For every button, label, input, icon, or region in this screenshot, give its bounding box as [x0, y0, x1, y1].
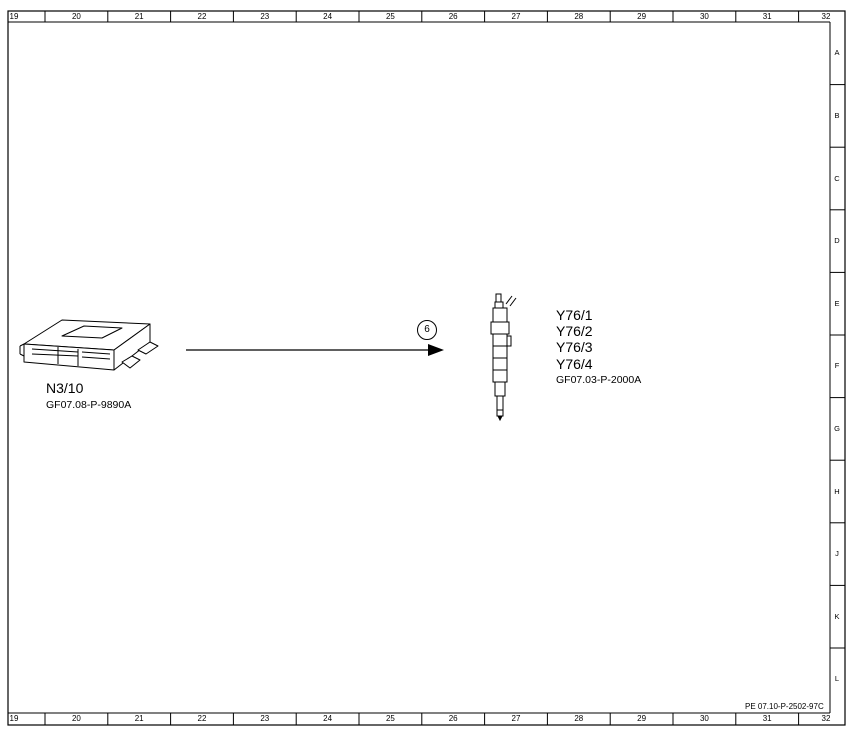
column-label-23-top: 23	[260, 12, 270, 21]
column-label-27-bottom: 27	[511, 714, 521, 723]
column-label-28-bottom: 28	[574, 714, 584, 723]
signal-line	[186, 344, 444, 356]
row-label-A: A	[834, 48, 840, 58]
connection-marker-label: 6	[424, 324, 430, 335]
arrow-head-icon	[428, 344, 444, 356]
column-label-20-bottom: 20	[71, 714, 81, 723]
row-label-D: D	[834, 236, 840, 246]
row-label-K: K	[834, 611, 840, 621]
column-label-24-top: 24	[323, 12, 333, 21]
column-label-25-top: 25	[385, 12, 395, 21]
column-label-30-bottom: 30	[699, 714, 709, 723]
column-label-32-top: 32	[821, 12, 831, 21]
row-label-F: F	[834, 361, 840, 371]
row-label-B: B	[834, 110, 840, 120]
connection-marker: 6	[417, 320, 437, 340]
injector-ref: GF07.03-P-2000A	[556, 374, 642, 386]
row-label-E: E	[834, 298, 840, 308]
column-label-25-bottom: 25	[385, 714, 395, 723]
column-label-21-top: 21	[134, 12, 144, 21]
column-label-31-bottom: 31	[762, 714, 772, 723]
column-label-22-top: 22	[197, 12, 207, 21]
control-unit-icon	[19, 319, 159, 371]
column-label-28-top: 28	[574, 12, 584, 21]
column-label-24-bottom: 24	[323, 714, 333, 723]
column-label-20-top: 20	[71, 12, 81, 21]
row-label-J: J	[835, 549, 839, 559]
row-label-C: C	[834, 173, 840, 183]
column-label-21-bottom: 21	[134, 714, 144, 723]
injector-code-1: Y76/1	[556, 307, 593, 323]
control-unit-code: N3/10	[46, 380, 84, 396]
column-label-26-bottom: 26	[448, 714, 458, 723]
row-label-H: H	[834, 486, 840, 496]
column-label-30-top: 30	[699, 12, 709, 21]
column-label-32-bottom: 32	[821, 714, 831, 723]
injector-code-2: Y76/2	[556, 323, 593, 339]
drawing-code: PE 07.10-P-2502-97C	[745, 702, 824, 711]
row-label-L: L	[834, 674, 840, 684]
injector-code-3: Y76/3	[556, 339, 593, 355]
column-label-19-top: 19	[9, 12, 19, 21]
column-label-29-top: 29	[637, 12, 647, 21]
column-label-26-top: 26	[448, 12, 458, 21]
injector-icon	[490, 293, 517, 422]
column-label-31-top: 31	[762, 12, 772, 21]
row-label-G: G	[834, 423, 840, 433]
injector-code-4: Y76/4	[556, 356, 593, 372]
control-unit-ref: GF07.08-P-9890A	[46, 399, 132, 411]
column-label-22-bottom: 22	[197, 714, 207, 723]
column-label-29-bottom: 29	[637, 714, 647, 723]
column-label-27-top: 27	[511, 12, 521, 21]
column-label-23-bottom: 23	[260, 714, 270, 723]
column-label-19-bottom: 19	[9, 714, 19, 723]
